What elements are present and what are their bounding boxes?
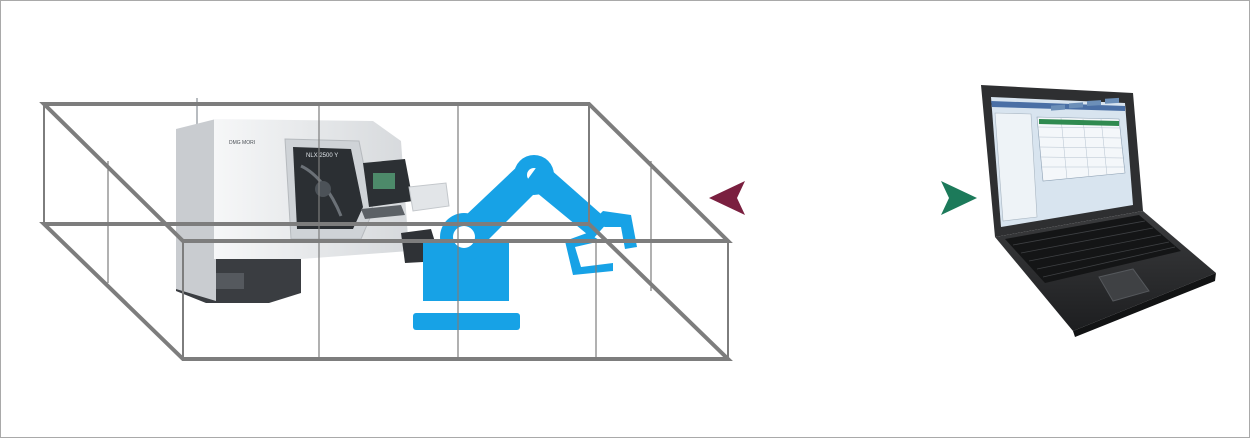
machine-name-plate: NLX 2500 Y xyxy=(306,153,338,159)
laptop-icon xyxy=(981,85,1216,337)
machine-brand-label: DMG MORI xyxy=(229,140,255,146)
cnc-machine: NLX 2500 Y DMG MORI xyxy=(176,98,449,303)
bidirectional-data-link-arrow xyxy=(709,181,977,215)
